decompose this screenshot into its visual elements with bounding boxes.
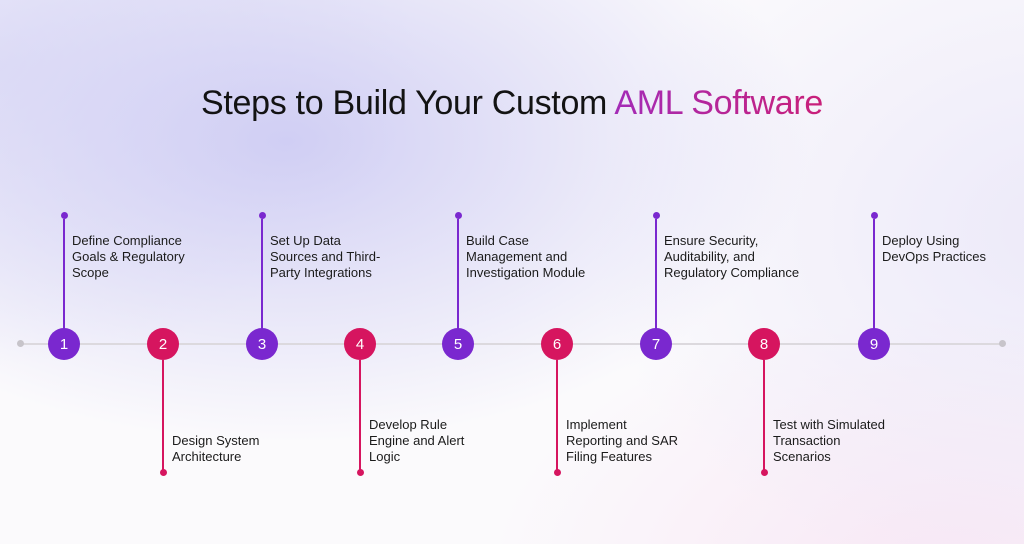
axis-end-dot	[999, 340, 1006, 347]
stem-endpoint-dot	[553, 469, 561, 476]
step-2-marker: 2	[147, 328, 179, 360]
step-number: 4	[355, 335, 365, 353]
stem-endpoint-dot	[652, 212, 660, 219]
step-label-line: Scope	[72, 265, 109, 280]
stem-endpoint-dot	[60, 212, 68, 219]
page-title: Steps to Build Your Custom AML Software	[0, 84, 1024, 123]
page-title-accent: AML Software	[614, 84, 824, 122]
step-stem	[62, 219, 66, 329]
step-label-line: Develop Rule	[369, 417, 448, 432]
step-stem	[555, 360, 559, 470]
step-stem	[358, 360, 362, 470]
step-label-line: Filing Features	[566, 449, 652, 464]
step-7-marker: 7	[640, 328, 672, 360]
step-stem	[654, 219, 658, 329]
step-label-line: Design System	[172, 433, 260, 448]
step-label-line: Party Integrations	[270, 265, 372, 280]
step-9-marker: 9	[858, 328, 890, 360]
step-number: 7	[651, 335, 661, 353]
page-title-plain: Steps to Build Your Custom	[200, 84, 615, 122]
step-3-marker: 3	[246, 328, 278, 360]
stem-endpoint-dot	[159, 469, 167, 476]
step-label-line: Goals & Regulatory	[72, 249, 185, 264]
stem-endpoint-dot	[454, 212, 462, 219]
step-stem	[762, 360, 766, 470]
step-number: 6	[552, 335, 562, 353]
step-label-line: Regulatory Compliance	[664, 265, 800, 280]
step-label-line: Architecture	[172, 449, 242, 464]
step-number: 9	[869, 335, 879, 353]
step-label-line: Set Up Data	[270, 233, 341, 248]
step-label-line: Test with Simulated	[773, 417, 885, 432]
step-label-line: Define Compliance	[72, 233, 182, 248]
step-number: 8	[759, 335, 769, 353]
step-stem	[161, 360, 165, 470]
step-label-line: Deploy Using	[882, 233, 960, 248]
step-label-line: Logic	[369, 449, 401, 464]
step-number: 1	[59, 335, 69, 353]
step-5-marker: 5	[442, 328, 474, 360]
timeline-axis	[21, 343, 1002, 345]
step-4-marker: 4	[344, 328, 376, 360]
step-label-line: Reporting and SAR	[566, 433, 679, 448]
stem-endpoint-dot	[760, 469, 768, 476]
step-number: 5	[453, 335, 463, 353]
stem-endpoint-dot	[870, 212, 878, 219]
step-stem	[260, 219, 264, 329]
stem-endpoint-dot	[356, 469, 364, 476]
step-label-line: Auditability, and	[664, 249, 755, 264]
step-stem	[872, 219, 876, 329]
step-8-marker: 8	[748, 328, 780, 360]
step-label-line: Engine and Alert	[369, 433, 465, 448]
step-number: 3	[257, 335, 267, 353]
step-label-line: Management and	[466, 249, 568, 264]
step-6-marker: 6	[541, 328, 573, 360]
step-stem	[456, 219, 460, 329]
step-label-line: DevOps Practices	[882, 249, 987, 264]
step-number: 2	[158, 335, 168, 353]
step-label-line: Investigation Module	[466, 265, 586, 280]
step-label-line: Transaction	[773, 433, 841, 448]
step-label-line: Ensure Security,	[664, 233, 759, 248]
step-label-line: Build Case	[466, 233, 529, 248]
step-label-line: Sources and Third-	[270, 249, 381, 264]
stem-endpoint-dot	[258, 212, 266, 219]
step-label-line: Implement	[566, 417, 627, 432]
step-label-line: Scenarios	[773, 449, 831, 464]
step-1-marker: 1	[48, 328, 80, 360]
axis-start-dot	[17, 340, 24, 347]
